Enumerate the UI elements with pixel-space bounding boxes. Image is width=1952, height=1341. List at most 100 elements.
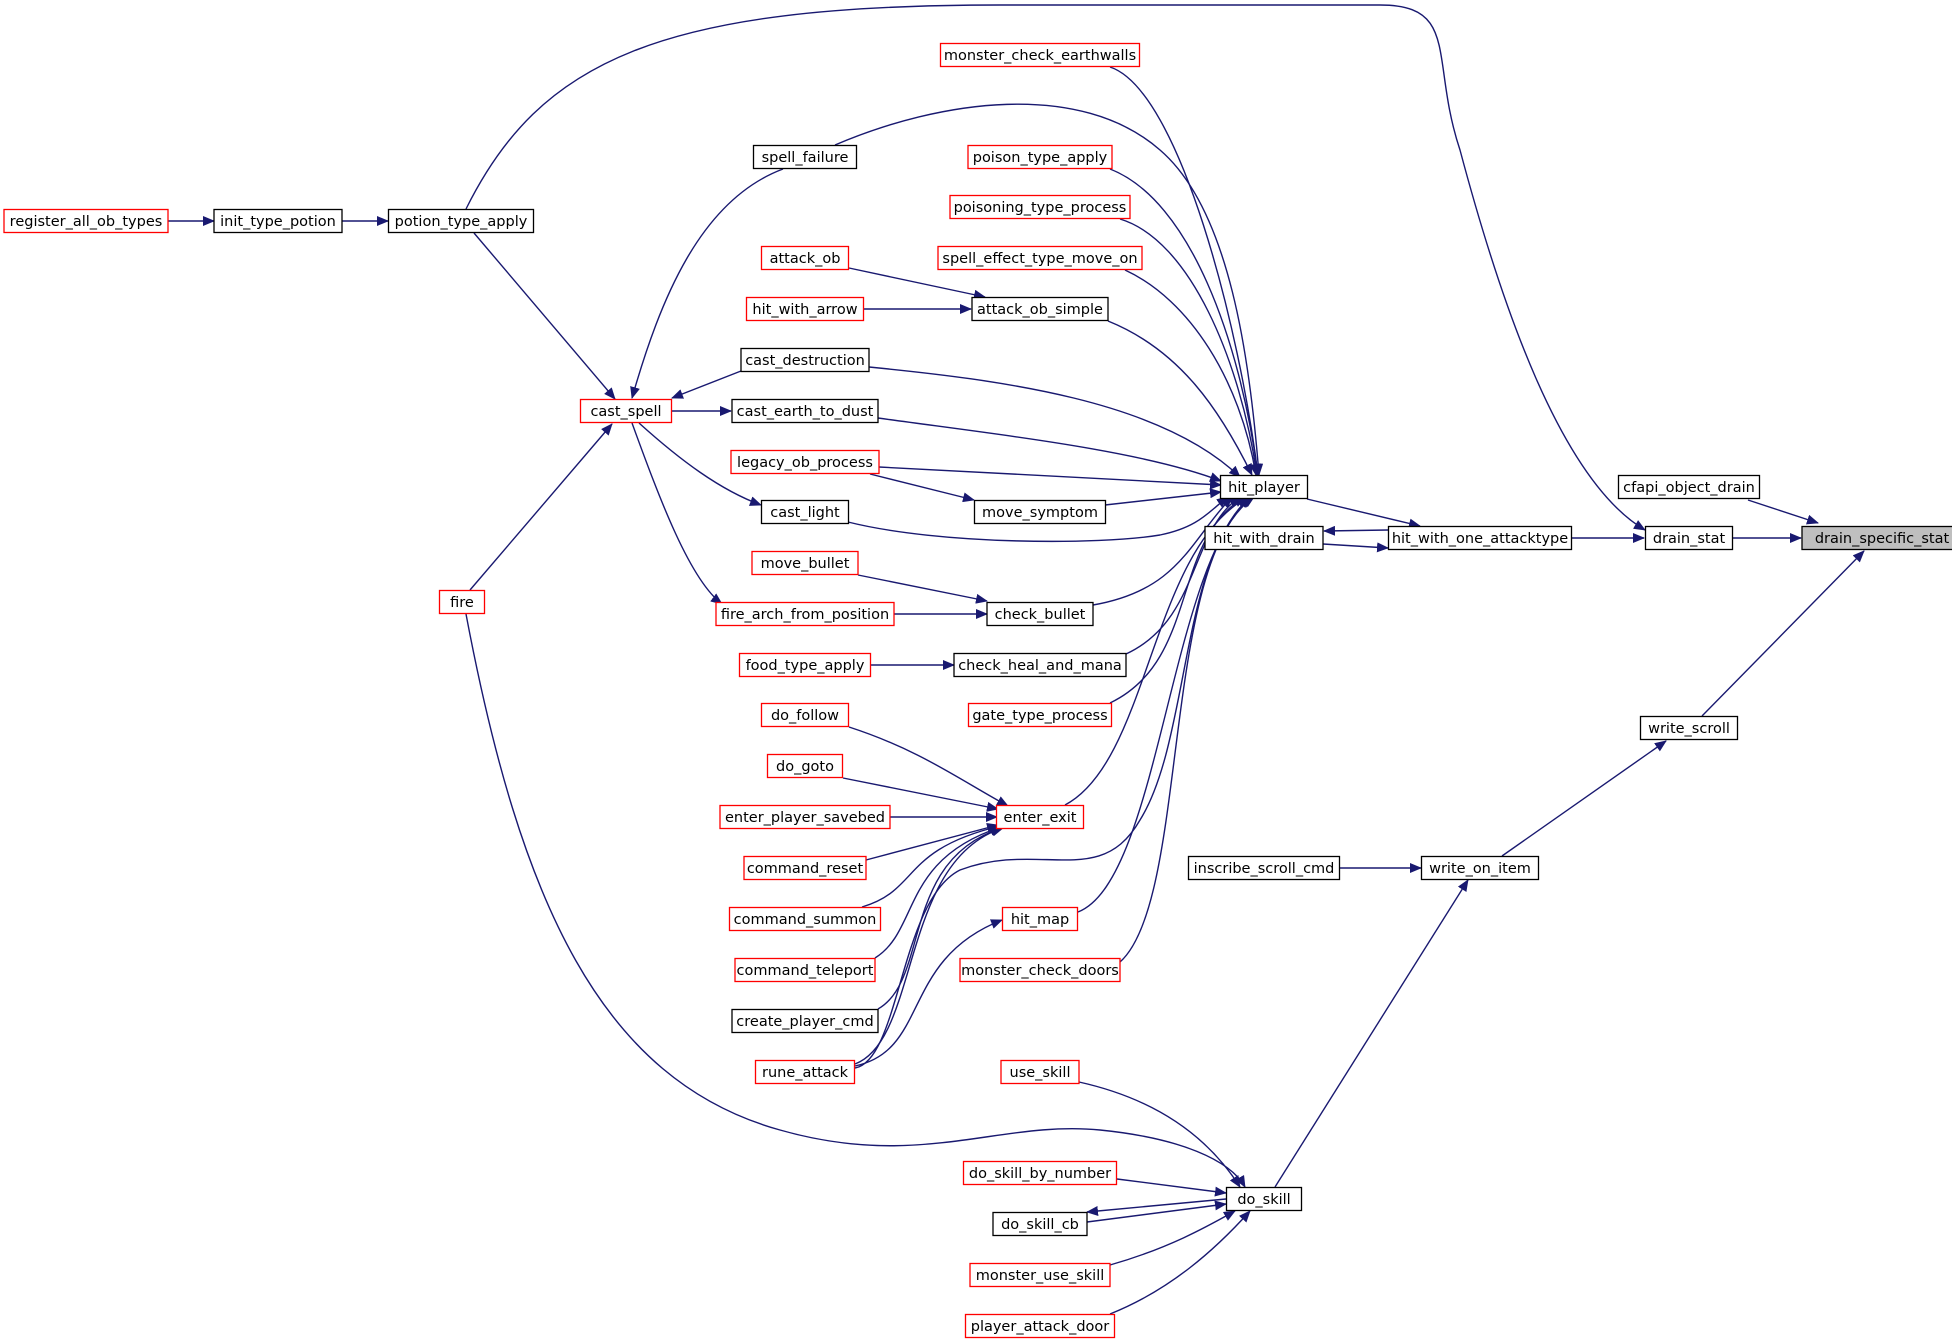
node-box (949, 194, 1131, 220)
node-label: hit_with_one_attacktype (1392, 531, 1568, 547)
edge-hit_with_one_attacktype-to-hit_with_drain (1323, 525, 1389, 536)
edge-do_skill-to-do_skill_cb (1086, 1198, 1227, 1216)
node-box (962, 1160, 1118, 1186)
node-cast-destruction[interactable]: cast_destruction (740, 347, 870, 373)
node-move-bullet[interactable]: move_bullet (751, 550, 859, 576)
node-write-on-item[interactable]: write_on_item (1420, 855, 1540, 881)
node-box (3, 208, 169, 234)
node-label: potion_type_apply (395, 214, 528, 230)
node-label: fire_arch_from_position (721, 607, 889, 623)
node-command-summon[interactable]: command_summon (728, 906, 882, 932)
node-cast-spell[interactable]: cast_spell (579, 398, 673, 424)
node-box (760, 499, 850, 525)
edge-rune_attack-to-hit_player (854, 496, 1251, 1069)
node-enter-exit[interactable]: enter_exit (995, 804, 1085, 830)
node-box (973, 499, 1107, 525)
node-label: poisoning_type_process (954, 200, 1127, 216)
node-label: cast_earth_to_dust (737, 404, 874, 420)
node-label: move_bullet (761, 556, 850, 572)
node-spell-effect-type-move-on[interactable]: spell_effect_type_move_on (937, 245, 1143, 271)
edges-layer (168, 4, 1865, 1315)
node-box (959, 957, 1121, 983)
node-check-heal-and-mana[interactable]: check_heal_and_mana (953, 652, 1127, 678)
node-label: check_heal_and_mana (958, 658, 1122, 674)
node-label: command_reset (747, 861, 864, 877)
node-move-symptom[interactable]: move_symptom (973, 499, 1107, 525)
node-label: monster_use_skill (976, 1268, 1105, 1284)
node-do-skill[interactable]: do_skill (1225, 1186, 1303, 1212)
edge-write_scroll-to-drain_specific_stat (1701, 550, 1865, 717)
node-do-goto[interactable]: do_goto (766, 753, 844, 779)
node-box (760, 702, 850, 728)
node-poison-type-apply[interactable]: poison_type_apply (967, 144, 1113, 170)
node-create-player-cmd[interactable]: create_player_cmd (731, 1008, 879, 1034)
node-label: do_skill_cb (1001, 1217, 1079, 1233)
node-potion-type-apply[interactable]: potion_type_apply (387, 208, 535, 234)
node-box (751, 550, 859, 576)
node-register-all-ob-types[interactable]: register_all_ob_types (3, 208, 169, 234)
node-label: attack_ob (770, 251, 841, 267)
node-gate-type-process[interactable]: gate_type_process (967, 702, 1113, 728)
node-box (213, 208, 343, 234)
node-box (969, 1262, 1111, 1288)
node-monster-check-earthwalls[interactable]: monster_check_earthwalls (939, 42, 1141, 68)
node-do-skill-cb[interactable]: do_skill_cb (992, 1211, 1088, 1237)
node-cfapi-object-drain[interactable]: cfapi_object_drain (1617, 474, 1761, 500)
node-init-type-potion[interactable]: init_type_potion (213, 208, 343, 234)
node-hit-with-drain[interactable]: hit_with_drain (1204, 525, 1324, 551)
node-inscribe-scroll-cmd[interactable]: inscribe_scroll_cmd (1187, 855, 1341, 881)
node-label: poison_type_apply (973, 150, 1108, 166)
node-fire-arch-from-position[interactable]: fire_arch_from_position (715, 601, 895, 627)
node-check-bullet[interactable]: check_bullet (986, 601, 1094, 627)
node-label: do_follow (771, 708, 839, 724)
node-box (939, 42, 1141, 68)
node-box (1001, 906, 1079, 932)
node-do-skill-by-number[interactable]: do_skill_by_number (962, 1160, 1118, 1186)
node-drain-stat[interactable]: drain_stat (1644, 525, 1734, 551)
node-box (731, 1008, 879, 1034)
node-write-scroll[interactable]: write_scroll (1639, 715, 1739, 741)
node-box (971, 296, 1109, 322)
node-label: write_scroll (1648, 721, 1730, 737)
node-label: command_summon (734, 912, 877, 928)
node-label: monster_check_earthwalls (944, 48, 1136, 64)
node-box (1639, 715, 1739, 741)
node-do-follow[interactable]: do_follow (760, 702, 850, 728)
node-hit-player[interactable]: hit_player (1219, 474, 1309, 500)
node-label: check_bullet (995, 607, 1086, 623)
node-attack-ob-simple[interactable]: attack_ob_simple (971, 296, 1109, 322)
node-command-teleport[interactable]: command_teleport (734, 957, 876, 983)
node-use-skill[interactable]: use_skill (1000, 1059, 1080, 1085)
node-label: food_type_apply (746, 658, 865, 674)
node-player-attack-door[interactable]: player_attack_door (964, 1313, 1116, 1339)
node-label: cast_destruction (745, 353, 865, 369)
node-cast-light[interactable]: cast_light (760, 499, 850, 525)
node-label: register_all_ob_types (10, 214, 163, 230)
node-poisoning-type-process[interactable]: poisoning_type_process (949, 194, 1131, 220)
node-attack-ob[interactable]: attack_ob (760, 245, 850, 271)
node-rune-attack[interactable]: rune_attack (754, 1059, 856, 1085)
node-hit-with-arrow[interactable]: hit_with_arrow (745, 296, 865, 322)
node-spell-failure[interactable]: spell_failure (752, 144, 858, 170)
edge-move_bullet-to-check_bullet (857, 574, 988, 604)
node-food-type-apply[interactable]: food_type_apply (738, 652, 872, 678)
node-enter-player-savebed[interactable]: enter_player_savebed (719, 804, 891, 830)
node-label: init_type_potion (220, 214, 336, 230)
node-cast-earth-to-dust[interactable]: cast_earth_to_dust (731, 398, 879, 424)
node-box (728, 906, 882, 932)
node-monster-check-doors[interactable]: monster_check_doors (959, 957, 1121, 983)
edge-legacy_ob_process-to-move_symptom (869, 473, 975, 503)
node-label: rune_attack (762, 1065, 849, 1081)
node-legacy-ob-process[interactable]: legacy_ob_process (730, 449, 880, 475)
node-fire[interactable]: fire (438, 589, 486, 615)
edge-do_skill_by_number-to-do_skill (1116, 1178, 1227, 1197)
node-label: command_teleport (737, 963, 874, 979)
node-hit-map[interactable]: hit_map (1001, 906, 1079, 932)
node-label: do_skill (1237, 1192, 1290, 1208)
node-monster-use-skill[interactable]: monster_use_skill (969, 1262, 1111, 1288)
node-command-reset[interactable]: command_reset (743, 855, 867, 881)
node-hit-with-one-attacktype[interactable]: hit_with_one_attacktype (1387, 525, 1573, 551)
node-drain-specific-stat[interactable]: drain_specific_stat (1801, 525, 1952, 551)
node-box (995, 804, 1085, 830)
edge-cast_destruction-to-cast_spell (671, 370, 742, 399)
